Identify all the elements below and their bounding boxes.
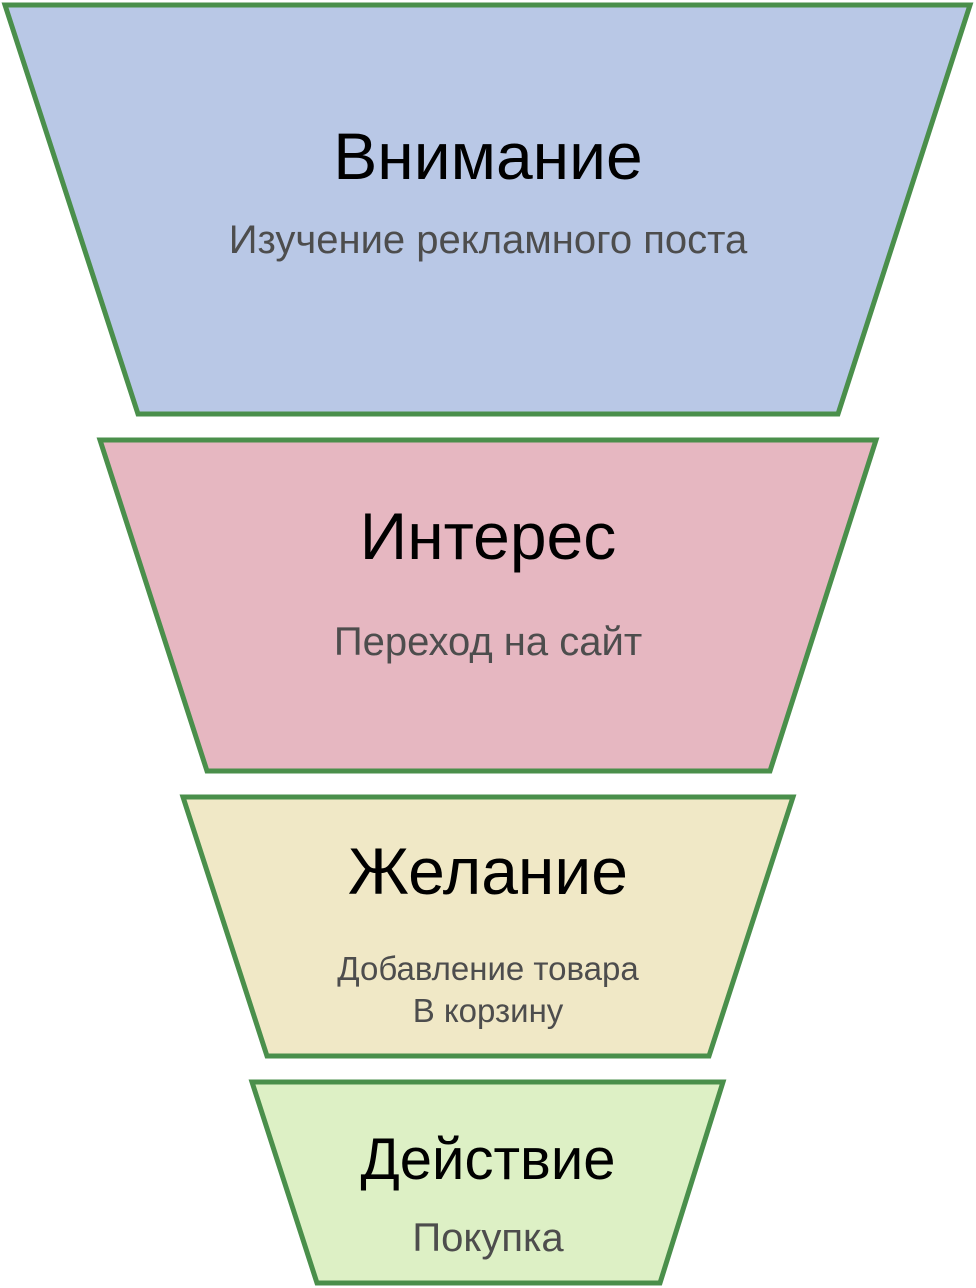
- stage-desire-title: Желание: [348, 834, 628, 908]
- stage-attention-title: Внимание: [333, 119, 643, 193]
- funnel-stage-action-shape: [248, 1079, 727, 1286]
- stage-interest-subtitle: Переход на сайт: [333, 620, 643, 664]
- funnel-stage-attention-shape: [1, 2, 974, 417]
- stage-action-title: Действие: [360, 1127, 616, 1192]
- funnel-stage-interest-shape: [96, 437, 880, 774]
- stage-action-subtitle: Покупка: [412, 1216, 564, 1260]
- stage-attention-subtitle: Изучение рекламного поста: [228, 218, 748, 262]
- stage-interest-title: Интерес: [359, 499, 617, 573]
- stage-desire-subtitle-line2: В корзину: [412, 992, 564, 1029]
- stage-desire-subtitle-line1: Добавление товара: [337, 950, 639, 987]
- funnel-stage-desire-shape: [179, 794, 797, 1059]
